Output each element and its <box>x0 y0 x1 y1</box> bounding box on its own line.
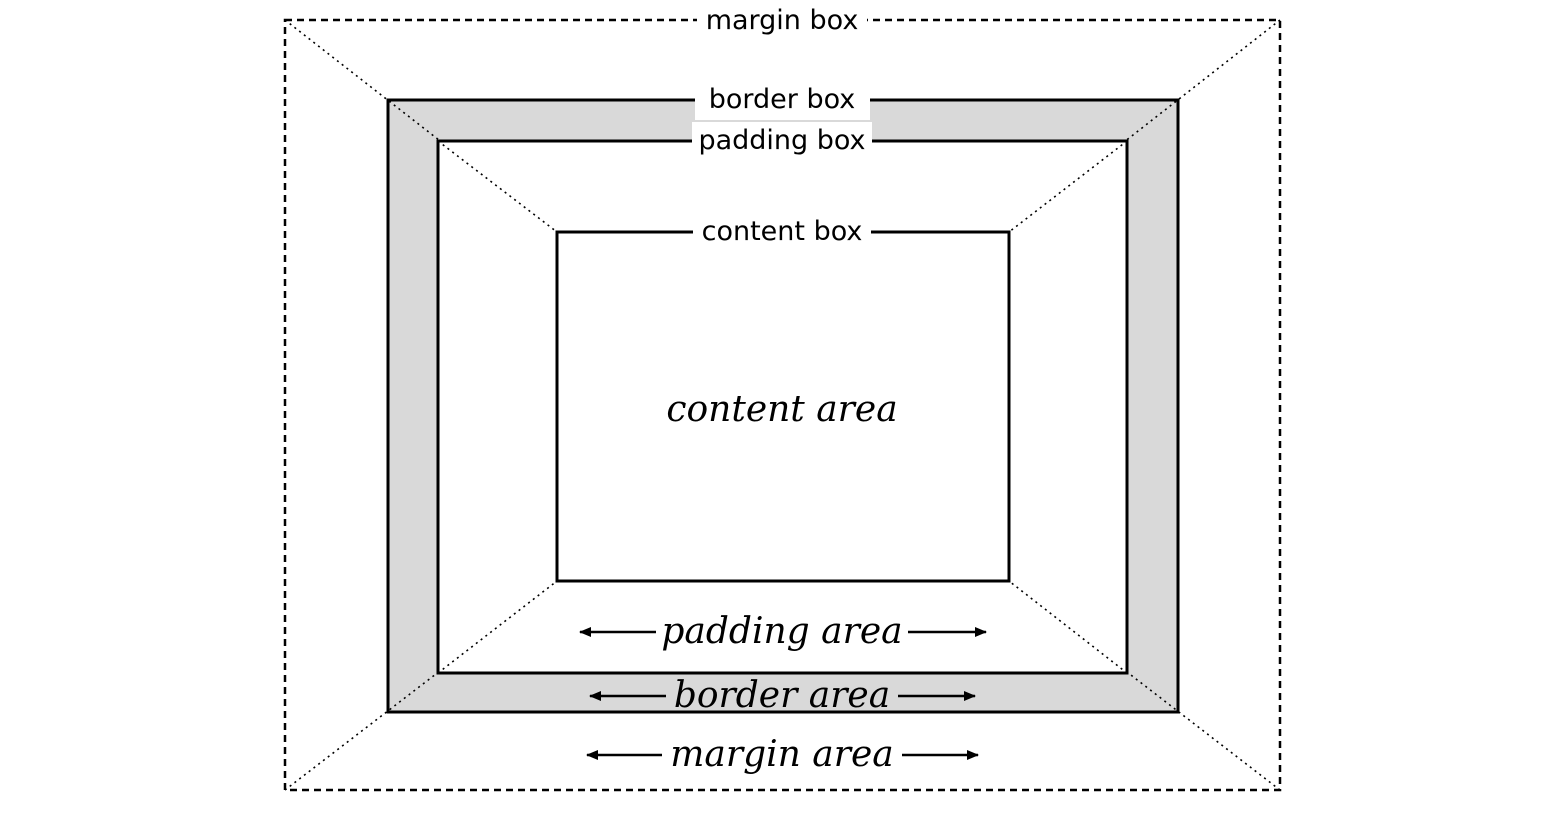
margin-box-label: margin box <box>706 5 859 36</box>
border-box-label-gap <box>695 80 870 120</box>
inner-corner-diagonals <box>437 140 1128 674</box>
area-arrows <box>579 627 987 760</box>
padding-box-label: padding box <box>698 125 865 156</box>
content-box-label: content box <box>702 216 863 247</box>
content-area-label: content area <box>666 389 897 430</box>
padding-area-label: padding area <box>661 611 902 652</box>
content-box-label-gap <box>693 214 871 250</box>
border-area-label: border area <box>674 675 890 716</box>
padding-box-label-gap <box>692 122 872 160</box>
content-box-outline <box>555 230 1011 583</box>
border-box-label: border box <box>709 84 856 115</box>
margin-area-label: margin area <box>670 734 893 775</box>
margin-box-label-gap <box>697 2 867 38</box>
